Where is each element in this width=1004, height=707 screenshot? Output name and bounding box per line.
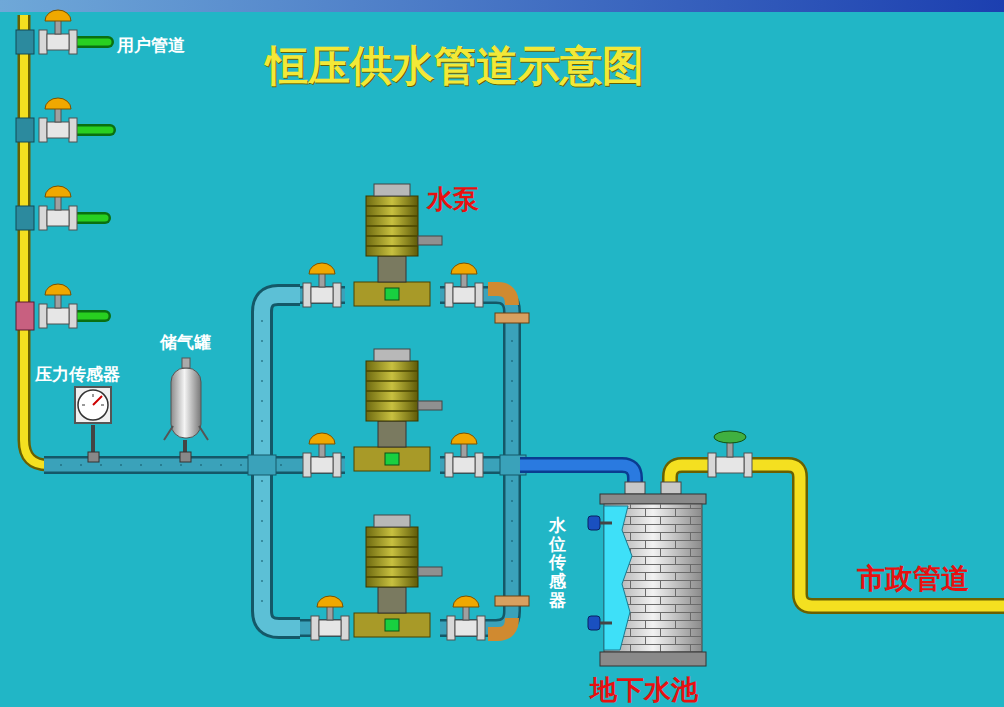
municipal-pipe-label: 市政管道 [857, 560, 969, 598]
pump-label: 水泵 [427, 182, 479, 217]
level-sensor-label: 水位传感器 [549, 516, 566, 609]
user-pipe-label: 用户管道 [117, 34, 185, 57]
pressure-sensor-label: 压力传感器 [35, 363, 120, 386]
tank-label: 地下水池 [590, 672, 698, 707]
diagram-title: 恒压供水管道示意图 [266, 38, 644, 94]
gas-tank-label: 储气罐 [160, 331, 211, 354]
